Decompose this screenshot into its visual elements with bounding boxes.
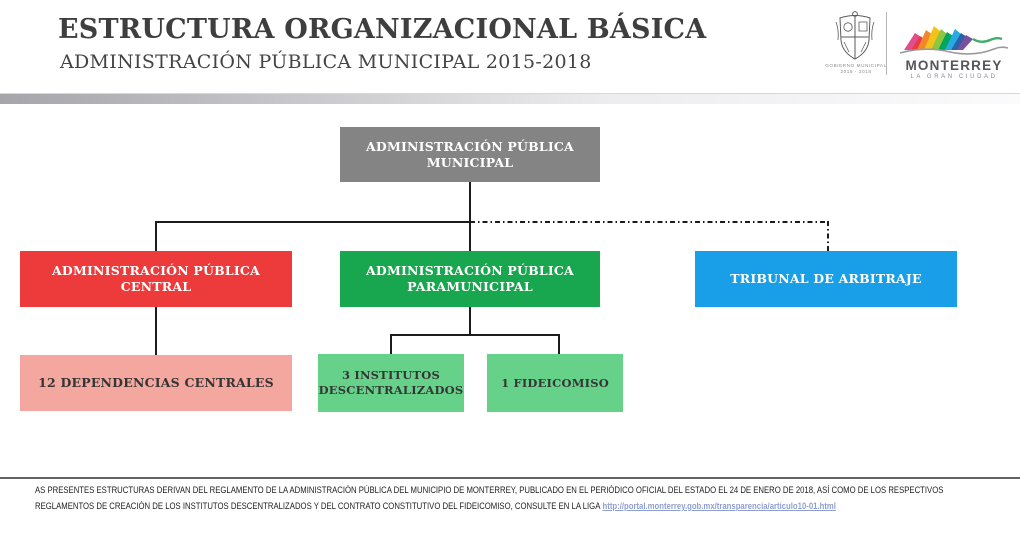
logo-divider-line xyxy=(886,12,887,75)
page-title: ESTRUCTURA ORGANIZACIONAL BÁSICA xyxy=(58,14,707,45)
connector-to-central xyxy=(155,221,157,251)
header-divider-bar xyxy=(0,93,1020,104)
org-node-fideicomiso: 1 FIDEICOMISO xyxy=(487,354,623,412)
page-subtitle: ADMINISTRACIÓN PÚBLICA MUNICIPAL 2015-20… xyxy=(60,51,592,73)
footer-note: AS PRESENTES ESTRUCTURAS DERIVAN DEL REG… xyxy=(35,482,1020,514)
org-node-administracion-publica-central: ADMINISTRACIÓN PÚBLICA CENTRAL xyxy=(20,251,292,307)
transparency-link[interactable]: http://portal.monterrey.gob.mx/transpare… xyxy=(602,501,836,511)
org-node-institutos-descentralizados: 3 INSTITUTOS DESCENTRALIZADOS xyxy=(318,354,464,412)
footer-line2-text: REGLAMENTOS DE CREACIÓN DE LOS INSTITUTO… xyxy=(35,501,601,511)
connector-to-tribunal-dashed xyxy=(827,221,829,251)
connector-to-fideicomiso xyxy=(558,334,560,354)
connector-split-horizontal xyxy=(390,334,559,336)
connector-central-to-dependencias xyxy=(155,307,157,355)
org-node-administracion-publica-paramunicipal: ADMINISTRACIÓN PÚBLICA PARAMUNICIPAL xyxy=(340,251,600,307)
monterrey-mountain-logo-icon xyxy=(899,26,1009,55)
footer-line2: REGLAMENTOS DE CREACIÓN DE LOS INSTITUTO… xyxy=(35,498,902,514)
crest-caption-line1: GOBIERNO MUNICIPAL xyxy=(825,63,887,68)
connector-to-paramunicipal xyxy=(469,221,471,251)
connector-horizontal-left xyxy=(155,221,470,223)
connector-paramunicipal-down xyxy=(469,307,471,335)
connector-to-institutos xyxy=(390,334,392,354)
org-node-administracion-publica-municipal: ADMINISTRACIÓN PÚBLICA MUNICIPAL xyxy=(340,127,600,182)
municipal-crest-icon xyxy=(835,11,875,60)
brand-name: MONTERREY xyxy=(905,58,1003,73)
org-node-dependencias-centrales: 12 DEPENDENCIAS CENTRALES xyxy=(20,355,292,411)
connector-root-down xyxy=(469,182,471,222)
crest-caption: GOBIERNO MUNICIPAL 2015 - 2018 xyxy=(806,63,906,75)
connector-horizontal-right-dashed xyxy=(470,221,828,223)
org-node-tribunal-de-arbitraje: TRIBUNAL DE ARBITRAJE xyxy=(695,251,957,307)
footer-line1: AS PRESENTES ESTRUCTURAS DERIVAN DEL REG… xyxy=(35,485,944,495)
footer-divider-line xyxy=(0,477,1020,479)
brand-tagline: LA GRAN CIUDAD xyxy=(910,74,998,80)
crest-caption-line2: 2015 - 2018 xyxy=(840,69,872,74)
